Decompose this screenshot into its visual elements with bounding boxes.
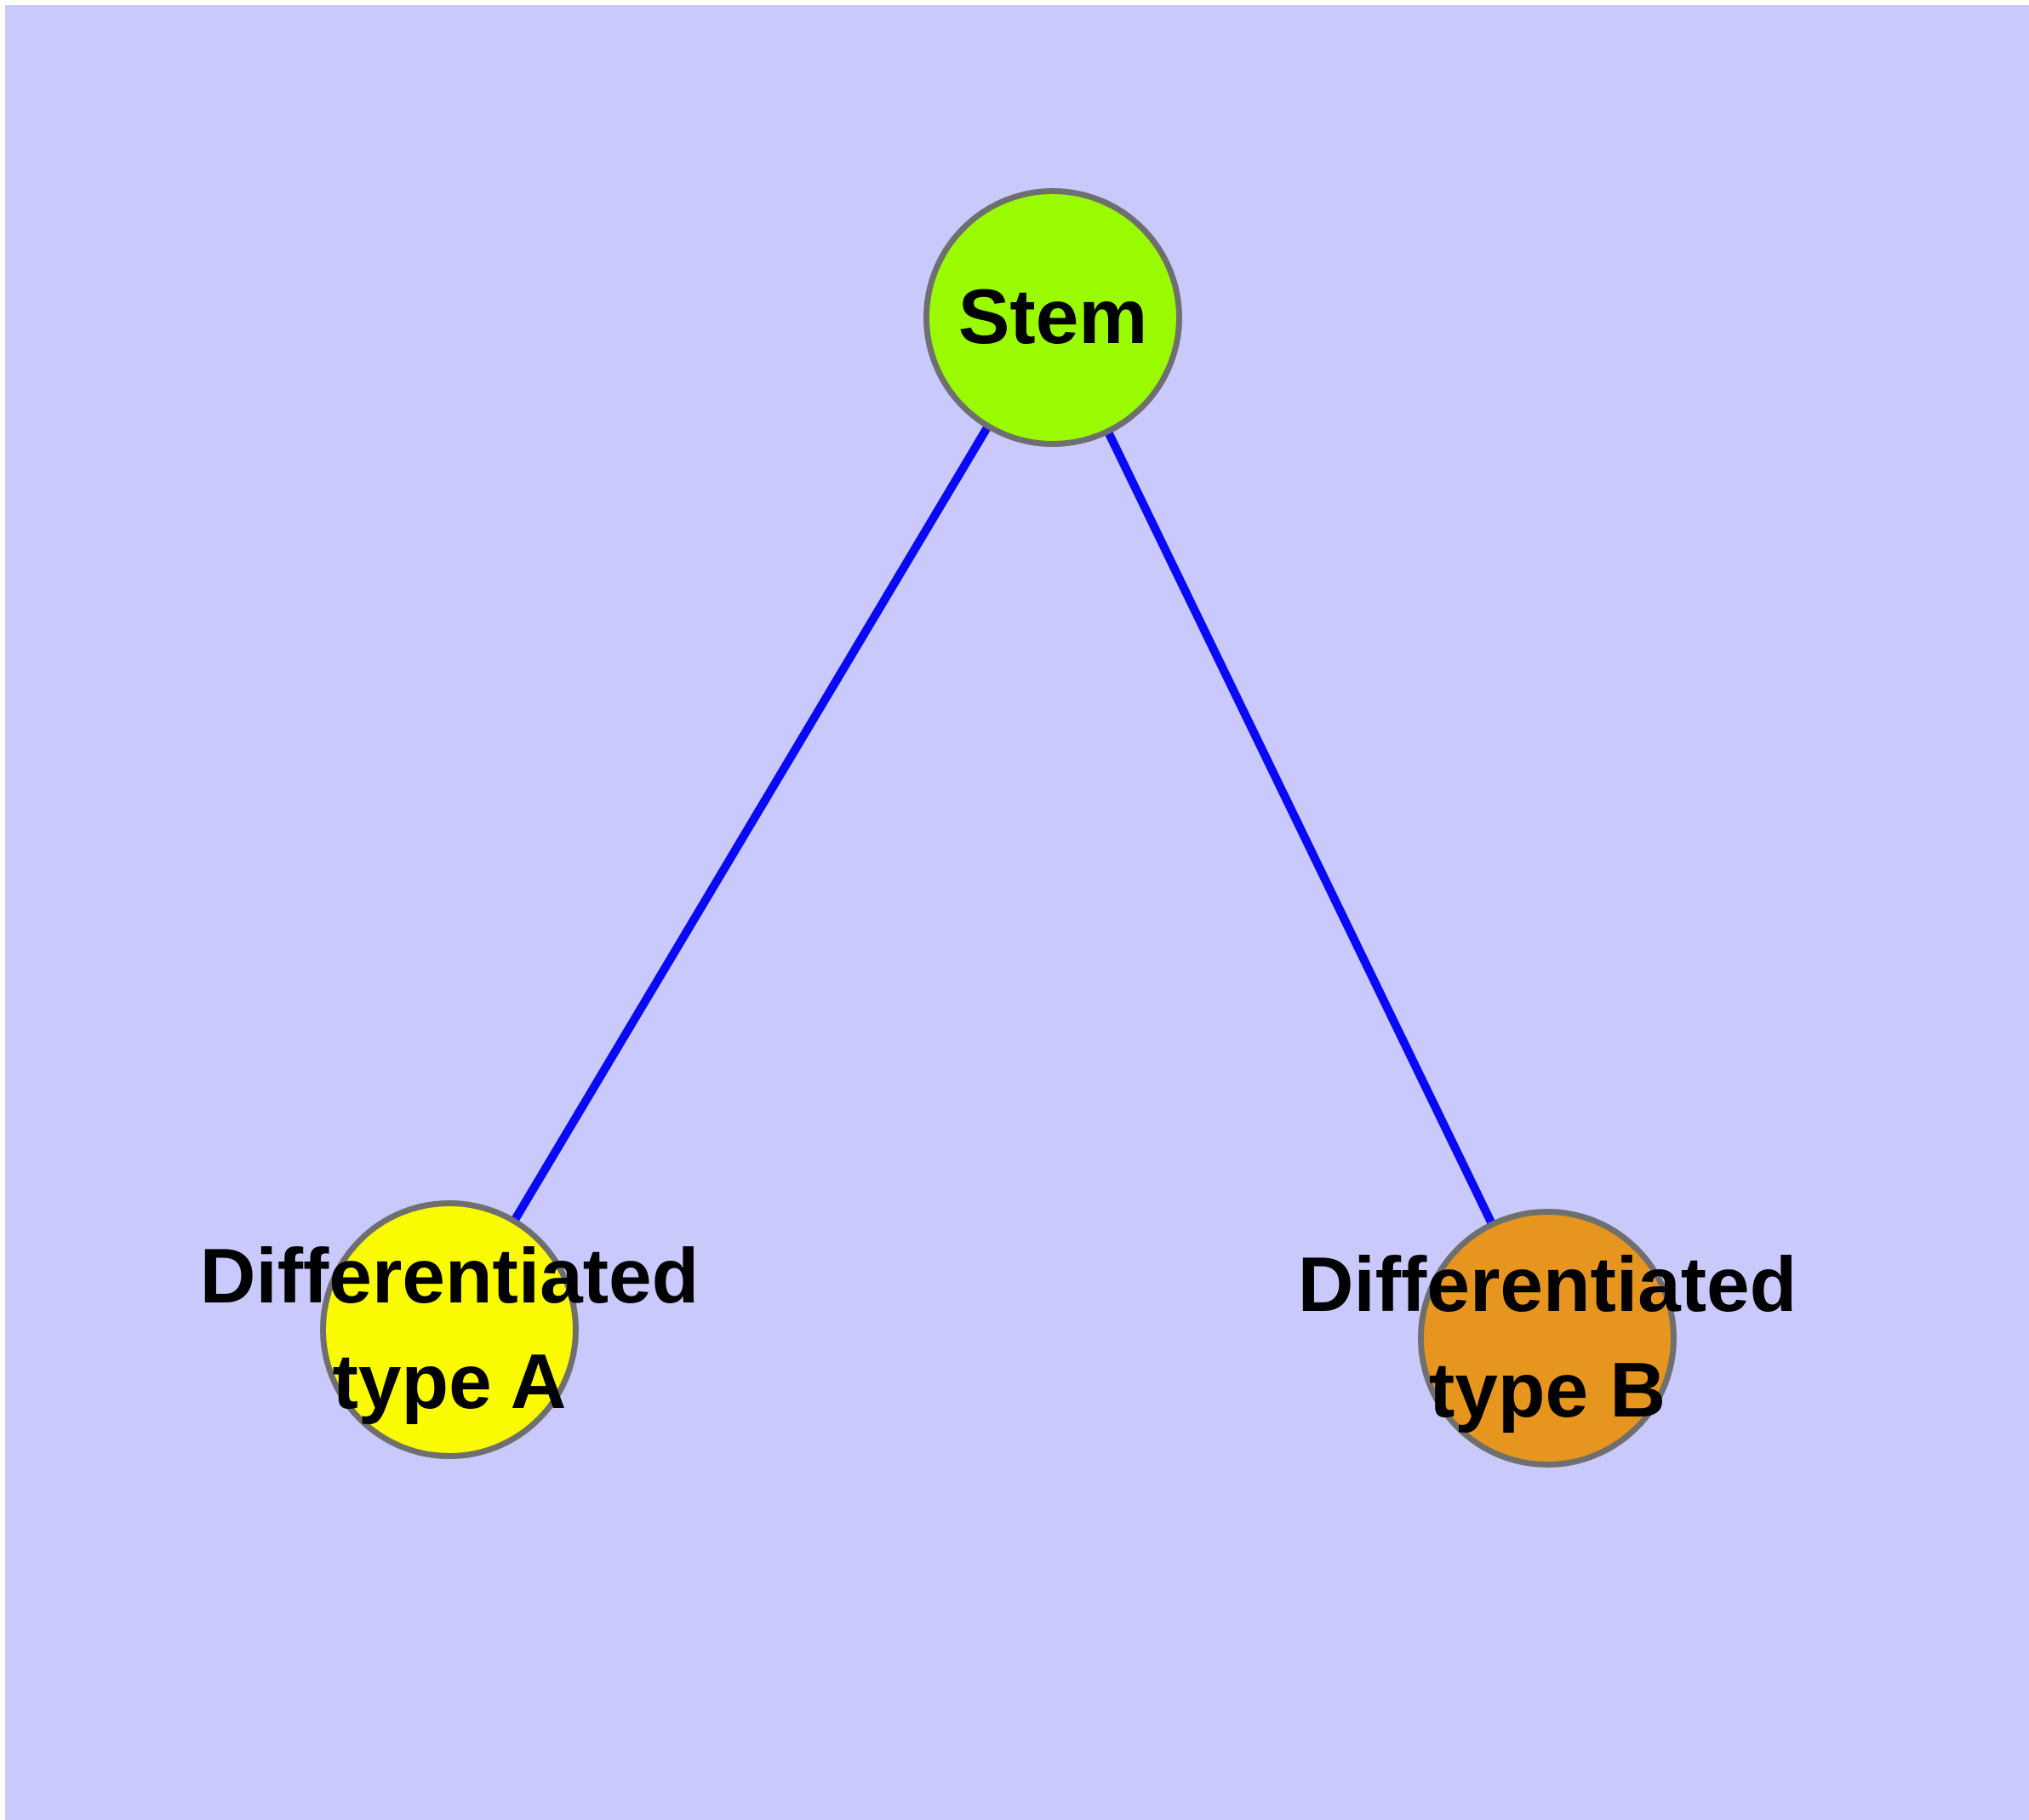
edge-stem-to-type-a (445, 315, 1057, 1332)
node-type-a-label-line1: Differentiated (199, 1233, 700, 1319)
node-differentiated-type-a (320, 1200, 579, 1459)
edges-layer (445, 315, 1552, 1341)
edge-stem-to-type-b (1049, 315, 1552, 1341)
node-type-a-label: Differentiated type A (66, 1224, 832, 1435)
node-type-b-label-line2: type B (1428, 1348, 1666, 1434)
node-type-b-label-line1: Differentiated (1297, 1242, 1798, 1328)
node-stem-label-text: Stem (957, 274, 1148, 360)
node-stem-label: Stem (883, 265, 1223, 370)
node-type-b-label: Differentiated type B (1164, 1233, 1930, 1444)
node-type-a-label-line2: type A (332, 1339, 567, 1425)
node-differentiated-type-b (1418, 1209, 1677, 1468)
diagram-canvas: Stem Differentiated type A Differentiate… (5, 5, 2029, 1820)
node-stem (923, 188, 1182, 447)
